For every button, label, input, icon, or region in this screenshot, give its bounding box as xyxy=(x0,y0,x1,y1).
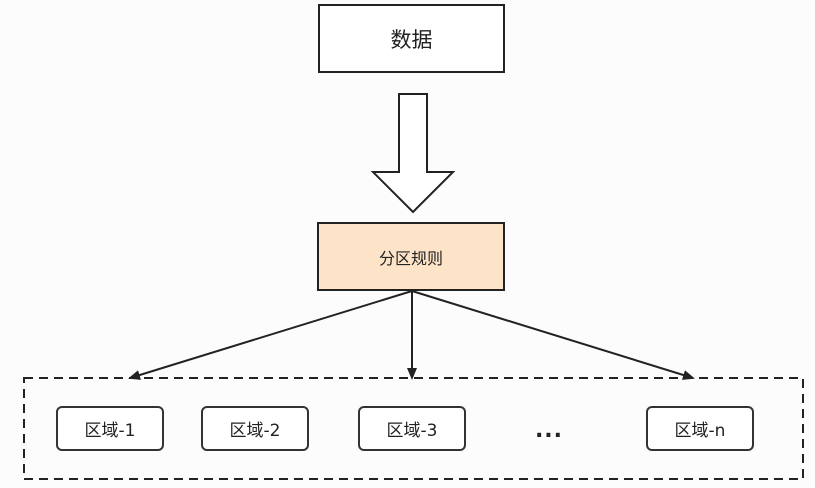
region-label: 区域-1 xyxy=(84,421,136,441)
region-label: 区域-n xyxy=(674,421,726,441)
region-label: 区域-3 xyxy=(386,421,438,441)
connector-to-region-n xyxy=(411,290,695,380)
region-node-3: 区域-3 xyxy=(358,406,466,451)
partition-rule-label: 分区规则 xyxy=(378,248,443,268)
regions-container xyxy=(23,377,804,480)
flow-arrow-hollow xyxy=(370,93,456,214)
region-node-2: 区域-2 xyxy=(201,406,309,451)
region-label: 区域-2 xyxy=(229,421,281,441)
connector-to-region-1 xyxy=(128,290,413,380)
region-node-n: 区域-n xyxy=(646,406,754,451)
ellipsis-indicator: ... xyxy=(534,418,564,443)
partition-rule-node: 分区规则 xyxy=(317,222,505,291)
region-node-1: 区域-1 xyxy=(56,406,164,451)
data-node-label: 数据 xyxy=(390,27,433,52)
data-node: 数据 xyxy=(318,4,505,73)
